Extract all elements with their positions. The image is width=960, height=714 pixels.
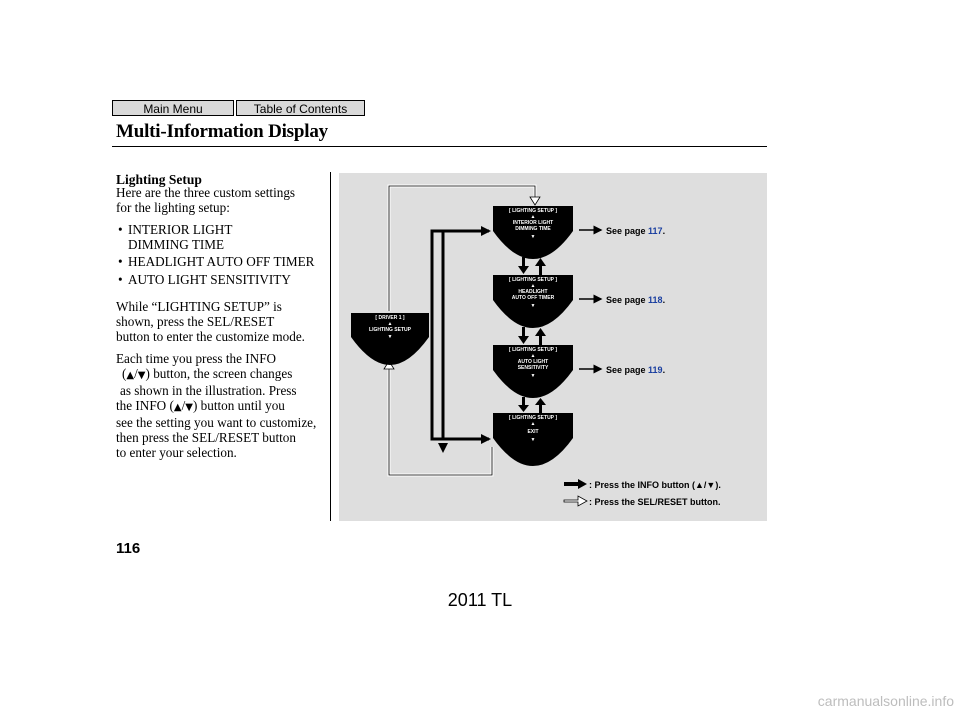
see-page-119: See page 119. [579,364,665,375]
up-triangle-icon: ▲ [388,321,393,327]
info-arrows-between-screens [518,257,546,413]
paragraph-info-button: Each time you press the INFO (▲/▼) butto… [116,351,316,460]
para2-line-1: While “LIGHTING SETUP” is [116,299,282,314]
down-triangle-icon: ▼ [531,303,536,309]
para3-text: ) button until you [192,398,285,413]
down-triangle-icon: ▼ [531,234,536,240]
bullet-dot: • [118,222,123,237]
screen-top-label: [ LIGHTING SETUP ] [509,277,557,283]
para3-line-7: to enter your selection. [116,445,237,460]
screen-line-1: EXIT [527,429,538,435]
loop-arrow-head-down [438,443,448,453]
svg-text:See page 119.: See page 119. [606,365,665,375]
bullet-text: AUTO LIGHT SENSITIVITY [128,272,291,287]
para2-line-3: button to enter the customize mode. [116,329,305,344]
down-triangle-icon: ▼ [185,402,193,413]
bullet-text: INTERIOR LIGHT [128,222,233,237]
screen-exit: [ LIGHTING SETUP ] ▲ EXIT ▼ [493,413,573,466]
legend-sel-reset-button: : Press the SEL/RESET button. [563,495,721,507]
see-page-118: See page 118. [579,294,665,305]
lighting-setup-diagram: [ DRIVER 1 ] ▲ LIGHTING SETUP ▼ [ LIGHTI… [339,173,767,521]
page-title: Multi-Information Display [116,121,328,142]
watermark: carmanualsonline.info [817,693,954,709]
up-triangle-icon: ▲ [531,421,536,427]
legend-info-button: : Press the INFO button (▲/▼). [564,479,721,490]
intro-line-1: Here are the three custom settings [116,185,296,200]
para3-line-2: (▲/▼) button, the screen changes [122,366,293,381]
diagram-svg: [ DRIVER 1 ] ▲ LIGHTING SETUP ▼ [ LIGHTI… [351,184,721,507]
screen-line-1: HEADLIGHT [518,289,547,295]
loop-arrow-head-top [481,226,491,236]
down-triangle-icon: ▼ [531,437,536,443]
bullet-dot: • [118,254,123,269]
intro-line-2: for the lighting setup: [116,200,230,215]
driver-screen: [ DRIVER 1 ] ▲ LIGHTING SETUP ▼ [351,313,429,365]
page-link-118[interactable]: 118 [648,295,663,305]
up-triangle-icon: ▲ [173,402,182,413]
down-triangle-icon: ▼ [137,370,146,381]
screen-line-2: SENSITIVITY [518,365,549,371]
up-triangle-icon: ▲ [531,353,536,359]
svg-text:See page 118.: See page 118. [606,295,665,305]
bullet-auto-light: • AUTO LIGHT SENSITIVITY [118,272,291,287]
legend-info-text: : Press the INFO button (▲/▼). [589,480,721,490]
para3-line-3: as shown in the illustration. Press [120,383,297,398]
para3-line-4: the INFO (▲/▼) button until you [116,398,285,413]
para2-line-2: shown, press the SEL/RESET [116,314,275,329]
down-triangle-icon: ▼ [388,334,393,340]
sel-reset-arrow-bottom [387,365,494,477]
down-triangle-icon: ▼ [531,373,536,379]
para3-text: button, the screen changes [153,366,293,381]
screen-auto-light: [ LIGHTING SETUP ] ▲ AUTO LIGHT SENSITIV… [493,345,573,398]
bullet-dot: • [118,272,123,287]
up-triangle-icon: ▲ [531,283,536,289]
table-of-contents-button[interactable]: Table of Contents [236,100,365,116]
bullet-text: HEADLIGHT AUTO OFF TIMER [128,254,315,269]
column-divider [330,172,331,521]
screen-line-2: DIMMING TIME [515,226,551,232]
screen-headlight-timer: [ LIGHTING SETUP ] ▲ HEADLIGHT AUTO OFF … [493,275,573,328]
main-menu-button[interactable]: Main Menu [112,100,234,116]
svg-text:See page 117.: See page 117. [606,226,665,236]
bullet-text: DIMMING TIME [128,237,225,252]
page-link-119[interactable]: 119 [648,365,663,375]
para3-line-5: see the setting you want to customize, [116,415,317,430]
bullet-interior-light: • INTERIOR LIGHT DIMMING TIME [118,222,232,252]
screen-top-label: [ LIGHTING SETUP ] [509,415,557,421]
page-link-117[interactable]: 117 [648,226,663,236]
see-page-label: See page [606,295,646,305]
paragraph-customize-mode: While “LIGHTING SETUP” is shown, press t… [116,299,305,344]
footer-model: 2011 TL [447,590,513,610]
screen-line-2: AUTO OFF TIMER [512,295,555,301]
page-number: 116 [116,540,141,557]
screen-line-1: INTERIOR LIGHT [513,220,553,226]
screen-top-label: [ LIGHTING SETUP ] [509,208,557,214]
driver-screen-main-label: LIGHTING SETUP [369,327,412,333]
header-rule [112,146,767,147]
driver-screen-top-label: [ DRIVER 1 ] [375,315,405,321]
screen-top-label: [ LIGHTING SETUP ] [509,347,557,353]
screen-interior-light: [ LIGHTING SETUP ] ▲ INTERIOR LIGHT DIMM… [493,206,573,259]
section-heading: Lighting Setup [116,172,202,187]
intro-text: Here are the three custom settings for t… [116,185,295,215]
screen-line-1: AUTO LIGHT [518,359,548,365]
legend-sel-text: : Press the SEL/RESET button. [589,497,721,507]
info-loop-arrows [430,229,489,441]
para3-text: the INFO ( [116,398,174,413]
loop-arrow-head-bottom [481,434,491,444]
see-page-117: See page 117. [579,225,665,236]
up-triangle-icon: ▲ [126,370,135,381]
see-page-label: See page [606,365,646,375]
up-triangle-icon: ▲ [531,214,536,220]
see-page-label: See page [606,226,646,236]
para3-line-6: then press the SEL/RESET button [116,430,296,445]
para3-line-1: Each time you press the INFO [116,351,277,366]
bullet-headlight-timer: • HEADLIGHT AUTO OFF TIMER [118,254,314,269]
